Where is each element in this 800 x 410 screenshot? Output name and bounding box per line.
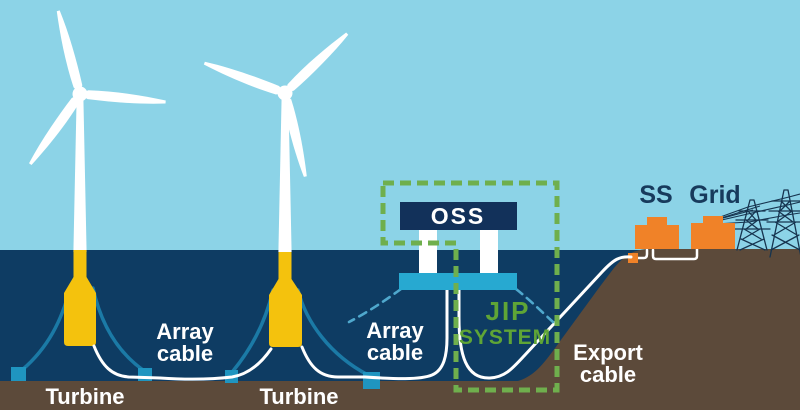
turbine-blade [203, 61, 282, 95]
array-cable-2-path [300, 288, 449, 381]
turbine-label-2: Turbine [259, 384, 338, 409]
oss-topside-box [400, 202, 517, 230]
turbine-hub [72, 86, 88, 102]
turbine-tower [73, 94, 87, 252]
anchor [11, 367, 26, 381]
turbine-blade [29, 96, 80, 166]
anchor [363, 372, 380, 389]
array-cable-label-2: Array [366, 318, 424, 343]
jip-system-outline [380, 180, 560, 393]
turbine-blade [56, 10, 83, 90]
spar-foundation-2 [269, 252, 302, 347]
export-cable-label: cable [580, 362, 636, 387]
onshore-cable [636, 247, 699, 261]
export-cable-path [457, 255, 633, 380]
wind-turbine-2 [203, 32, 349, 252]
wind-turbine-1 [29, 10, 166, 252]
array-cable-label-1: Array [156, 319, 214, 344]
seabed-and-shore [0, 249, 800, 410]
spar-foundation-1 [64, 250, 96, 346]
grid-label: Grid [689, 181, 740, 209]
turbine-tower [278, 93, 292, 252]
grid-building [691, 216, 735, 249]
transmission-tower-1 [733, 199, 771, 251]
jip-system-label: SYSTEM [459, 326, 551, 349]
oss-leg [419, 230, 437, 275]
array-cable-1-path [92, 344, 273, 381]
cable-junction [628, 253, 638, 263]
turbine-blade [287, 32, 349, 92]
array-cable-label-2: cable [367, 340, 423, 365]
turbine-blade [84, 90, 166, 104]
oss-mooring-dashed [514, 287, 555, 324]
turbine-label-1: Turbine [45, 384, 124, 409]
ss-building [635, 217, 679, 249]
substation-label: SS [639, 181, 672, 209]
oss-mooring-dashed [347, 287, 403, 324]
jip-label: JIP [485, 296, 530, 326]
array-cable-label-1: cable [157, 341, 213, 366]
turbine-blade [282, 97, 307, 177]
oss-label: OSS [431, 203, 486, 229]
oss-floater [399, 273, 517, 290]
export-cable-label: Export [573, 340, 643, 365]
oss-leg [480, 230, 498, 275]
turbine-hub [277, 85, 293, 101]
